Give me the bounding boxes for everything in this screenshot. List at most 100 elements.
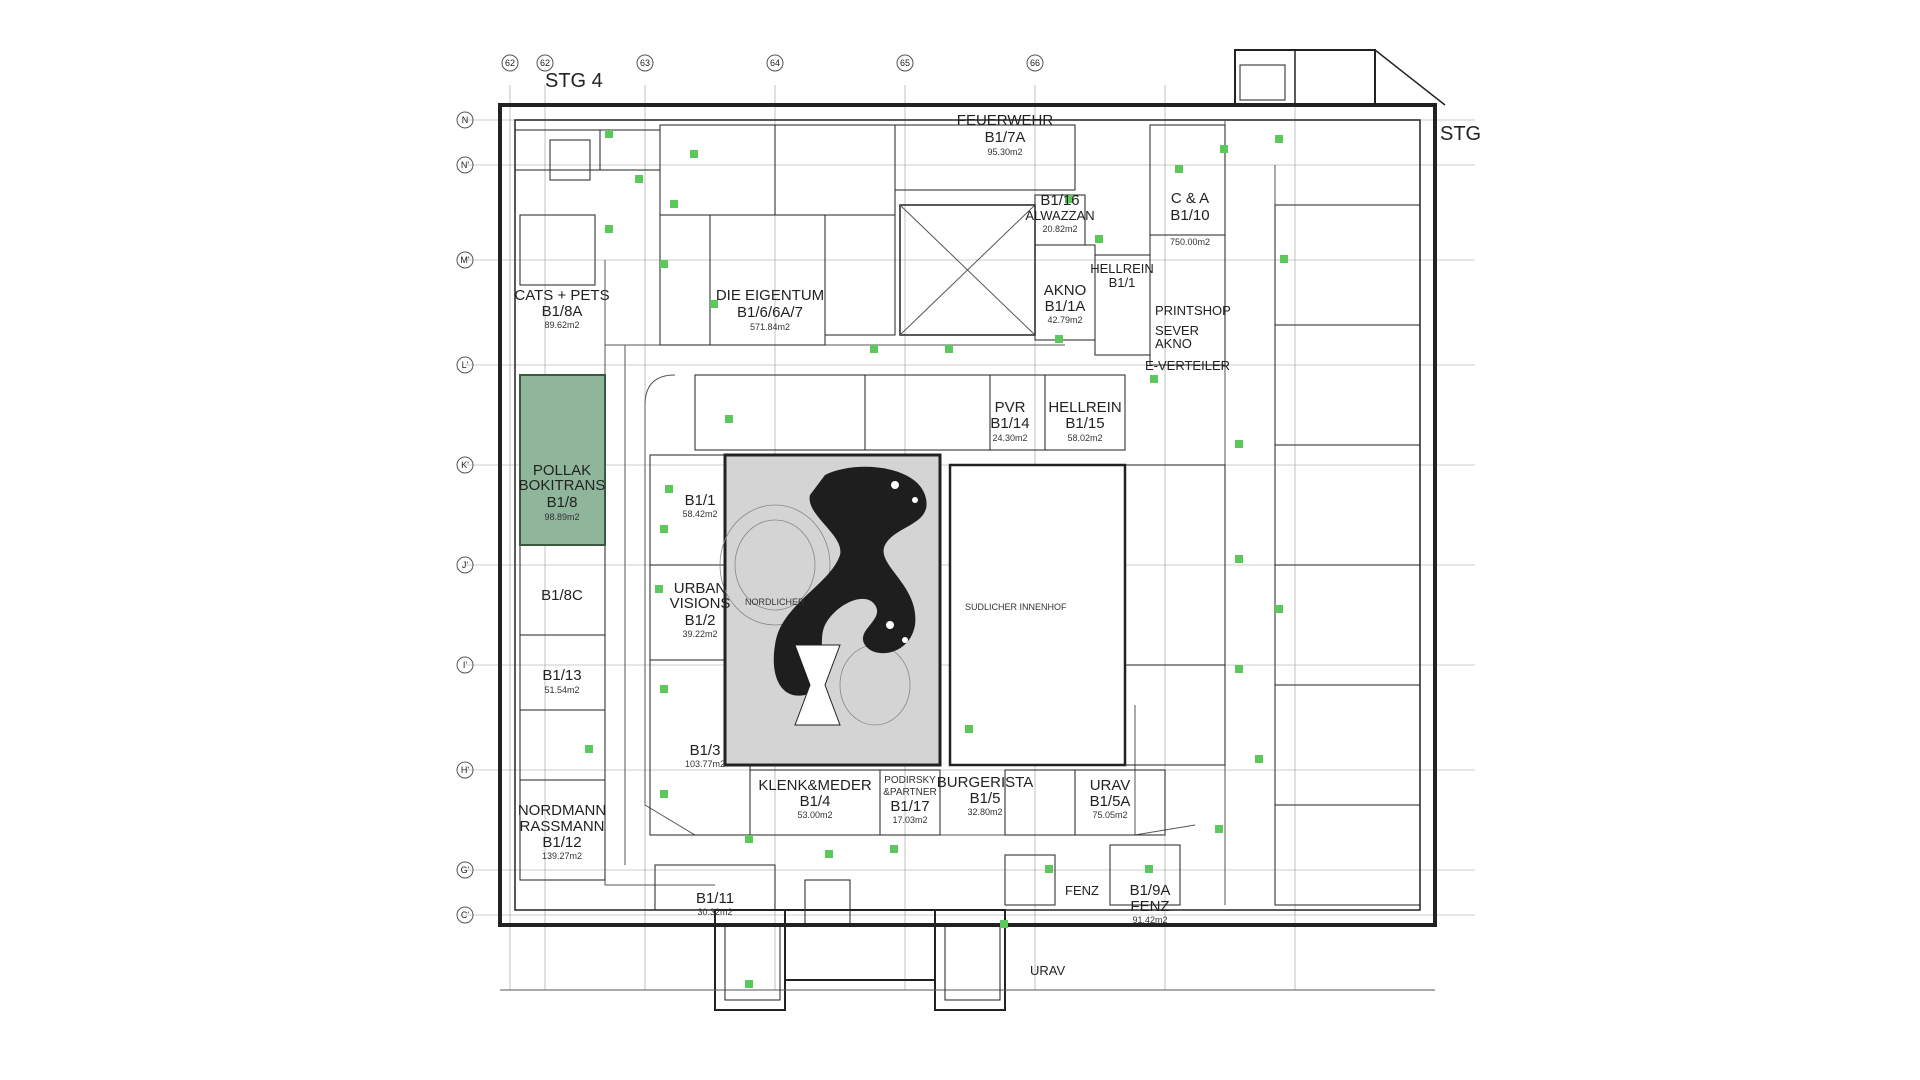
courtyard-label-south: SUDLICHER INNENHOF (965, 602, 1067, 612)
unit-name: FEUERWEHR (957, 112, 1054, 129)
unit-code: B1/10 (1170, 207, 1209, 224)
unit-name: POLLAK (533, 462, 591, 479)
unit-code: B1/17 (890, 798, 929, 815)
unit-b113[interactable]: B1/13 51.54m2 (542, 667, 581, 695)
sculpture-blob (773, 466, 927, 696)
unit-alwazzan[interactable]: B1/16 ALWAZZAN 20.82m2 (1025, 192, 1094, 234)
unit-area: 95.30m2 (987, 147, 1022, 157)
unit-podirsky[interactable]: PODIRSKY &PARTNER B1/17 17.03m2 (883, 775, 937, 825)
unit-name: HELLREIN (1090, 261, 1154, 276)
row-axis-label: H' (461, 765, 469, 775)
unit-name: AKNO (1044, 282, 1087, 299)
unit-hellrein-small[interactable]: HELLREIN B1/1 (1090, 261, 1154, 290)
unit-area: 51.54m2 (544, 685, 579, 695)
unit-cats-pets[interactable]: CATS + PETS B1/8A 89.62m2 (514, 287, 609, 330)
sever-label-2: AKNO (1155, 336, 1192, 351)
unit-code: B1/16 (1040, 192, 1079, 209)
row-axis-label: J' (462, 560, 469, 570)
unit-b11[interactable]: B1/1 58.42m2 (682, 492, 717, 519)
unit-name: KLENK&MEDER (758, 777, 872, 794)
unit-area: 75.05m2 (1092, 810, 1127, 820)
unit-name: NORDMANN (518, 802, 606, 819)
unit-code: B1/6/6A/7 (737, 304, 803, 321)
unit-code: B1/12 (542, 834, 581, 851)
row-axis-label: K' (461, 460, 469, 470)
unit-area: 139.27m2 (542, 851, 582, 861)
unit-area: 53.00m2 (797, 810, 832, 820)
unit-name: DIE EIGENTUM (716, 287, 824, 304)
unit-code: B1/1 (1109, 275, 1136, 290)
col-axis-label: 65 (900, 58, 910, 68)
unit-burgerista[interactable]: BURGERISTA B1/5 32.80m2 (937, 774, 1033, 817)
unit-code: B1/9A (1130, 882, 1171, 899)
unit-name: HELLREIN (1048, 399, 1121, 416)
unit-b18c[interactable]: B1/8C (541, 587, 583, 604)
south-courtyard (948, 463, 1127, 767)
unit-ca[interactable]: C & A B1/10 750.00m2 (1170, 190, 1210, 247)
col-axis-label: 66 (1030, 58, 1040, 68)
sever-label: SEVER (1155, 323, 1199, 338)
unit-name: C & A (1171, 190, 1209, 207)
room-partitions (514, 64, 1421, 1001)
unit-name: BURGERISTA (937, 774, 1033, 791)
fenz-small-label: FENZ (1065, 883, 1099, 898)
unit-name-2: BOKITRANS (519, 477, 606, 494)
everteiler-label: E-VERTEILER (1145, 358, 1230, 373)
unit-eigentum[interactable]: DIE EIGENTUM B1/6/6A/7 571.84m2 (716, 287, 824, 332)
unit-area: 32.80m2 (967, 807, 1002, 817)
unit-name-2: RASSMANN (519, 818, 604, 835)
row-axis-label: C' (461, 910, 469, 920)
unit-code: B1/4 (800, 793, 831, 810)
unit-name: URAV (1090, 777, 1131, 794)
unit-pvr[interactable]: PVR B1/14 24.30m2 (990, 399, 1029, 443)
row-axis-label: N' (461, 160, 469, 170)
unit-code: B1/1A (1045, 298, 1086, 315)
floor-plan: N N' M' L' K' J' I' H' G' C' 62 62 63 64… (456, 49, 1481, 1011)
unit-name: PODIRSKY (884, 775, 936, 786)
unit-name: FENZ (1130, 898, 1169, 915)
unit-name-2: &PARTNER (883, 787, 937, 798)
unit-name: PVR (995, 399, 1026, 416)
unit-feuerwehr[interactable]: FEUERWEHR B1/7A 95.30m2 (957, 112, 1054, 157)
unit-code: B1/8C (541, 587, 583, 604)
unit-b111[interactable]: B1/11 30.32m2 (696, 890, 734, 917)
printshop-label: PRINTSHOP (1155, 303, 1231, 318)
unit-area: 98.89m2 (544, 512, 579, 522)
unit-code: B1/1 (685, 492, 716, 509)
unit-klenk[interactable]: KLENK&MEDER B1/4 53.00m2 (758, 777, 872, 820)
exit-signs (585, 130, 1288, 988)
row-axis-markers: N N' M' L' K' J' I' H' G' C' (456, 111, 474, 924)
col-axis-label: 62 (540, 58, 550, 68)
unit-name: CATS + PETS (514, 287, 609, 304)
unit-area: 91.42m2 (1132, 915, 1167, 925)
row-axis-label: M' (460, 255, 469, 265)
unit-b13[interactable]: B1/3 103.77m2 (685, 742, 725, 769)
unit-nordmann[interactable]: NORDMANN RASSMANN B1/12 139.27m2 (518, 802, 606, 861)
unit-area: 103.77m2 (685, 759, 725, 769)
unit-area: 17.03m2 (892, 815, 927, 825)
unit-code: B1/5 (970, 790, 1001, 807)
row-axis-label: I' (463, 660, 468, 670)
urav-small-label: URAV (1030, 963, 1065, 978)
unit-code: B1/7A (985, 129, 1026, 146)
unit-labels: CATS + PETS B1/8A 89.62m2 POLLAK BOKITRA… (514, 112, 1230, 978)
unit-fenz[interactable]: B1/9A FENZ 91.42m2 (1130, 882, 1171, 925)
stair-label-right: STG (1440, 123, 1481, 145)
unit-area: 89.62m2 (544, 320, 579, 330)
unit-akno[interactable]: AKNO B1/1A 42.79m2 (1044, 282, 1087, 325)
unit-area: 571.84m2 (750, 322, 790, 332)
unit-area: 42.79m2 (1047, 315, 1082, 325)
unit-code: B1/8A (542, 303, 583, 320)
row-axis-label: N (462, 115, 469, 125)
unit-urav[interactable]: URAV B1/5A 75.05m2 (1090, 777, 1131, 820)
highlighted-unit[interactable] (519, 374, 606, 546)
unit-area: 24.30m2 (992, 433, 1027, 443)
unit-pollak[interactable]: POLLAK BOKITRANS B1/8 98.89m2 (519, 462, 606, 522)
unit-hellrein[interactable]: HELLREIN B1/15 58.02m2 (1048, 399, 1121, 443)
courtyard-label-north: NORDLICHER (745, 597, 805, 607)
unit-code: B1/13 (542, 667, 581, 684)
unit-code: B1/2 (685, 612, 716, 629)
unit-area: 30.32m2 (697, 907, 732, 917)
unit-urban[interactable]: URBAN VISIONS B1/2 39.22m2 (670, 580, 731, 639)
unit-code: B1/8 (547, 494, 578, 511)
